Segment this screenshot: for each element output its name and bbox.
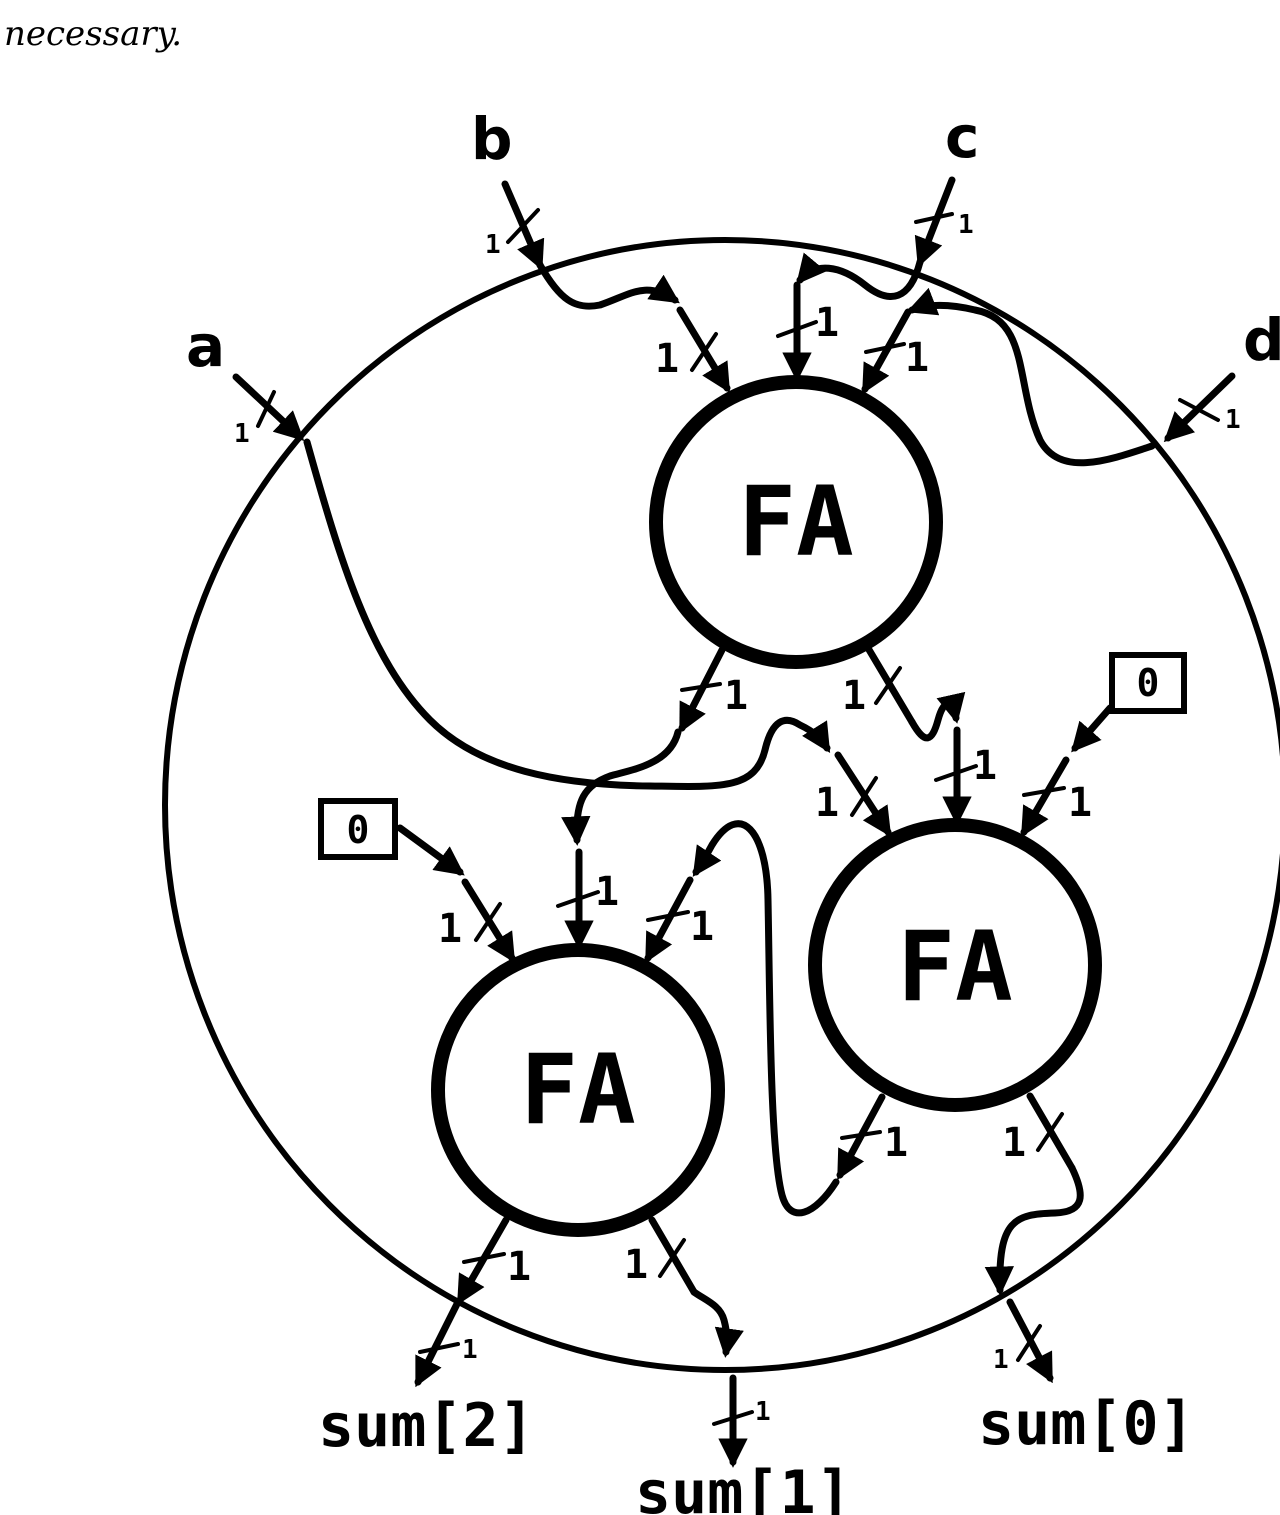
tick-sum2-out <box>418 1342 460 1354</box>
fa-top-label: FA <box>738 466 854 578</box>
wire-b-fa-top <box>676 306 731 394</box>
wire-top-carry-route <box>908 691 966 742</box>
tick-b-in <box>506 208 540 244</box>
tick-top-sum <box>680 682 722 692</box>
width-right-sum: 1 <box>1002 1120 1026 1166</box>
tick-a-fa-right <box>850 776 878 817</box>
module-boundary <box>162 237 1280 1373</box>
output-sum1-label: sum[1] <box>635 1458 852 1515</box>
tick-top-sum-fa-left <box>556 890 600 908</box>
tick-b-fa-top <box>690 332 718 372</box>
width-sum0-out: 1 <box>993 1345 1009 1375</box>
caption-text: necessary. <box>4 14 183 54</box>
width-d-fa-top: 1 <box>905 335 929 381</box>
width-sum1-out: 1 <box>755 1397 771 1427</box>
wire-zero-right <box>1071 704 1114 753</box>
wire-c-in <box>914 176 956 268</box>
wire-b-route <box>536 261 680 310</box>
fa-left-block[interactable] <box>431 943 725 1237</box>
wire-a-route <box>303 438 831 790</box>
wire-d-in <box>1163 372 1236 443</box>
tick-left-carry <box>462 1252 506 1264</box>
wire-sum2-out <box>414 1298 462 1388</box>
const-zero-left-label: 0 <box>347 808 370 852</box>
width-top-carry-fa-right: 1 <box>973 743 997 789</box>
const-zero-right-box <box>1109 652 1187 714</box>
width-zero-left-fa: 1 <box>438 906 462 952</box>
tick-a-in <box>256 390 276 428</box>
width-b-in: 1 <box>485 230 501 260</box>
wire-d-fa-top <box>861 308 912 395</box>
tick-right-carry-fa-left <box>646 910 690 922</box>
input-c-label: c <box>945 103 979 171</box>
wire-c-route <box>796 252 924 300</box>
input-b-label: b <box>471 105 513 173</box>
tick-sum0-out <box>1016 1324 1042 1362</box>
width-d-in: 1 <box>1225 405 1241 435</box>
width-left-sum: 1 <box>624 1242 648 1288</box>
wire-a-fa-right <box>834 751 892 837</box>
tick-right-carry <box>840 1130 882 1140</box>
width-c-fa-top: 1 <box>815 300 839 346</box>
width-sum2-out: 1 <box>462 1335 478 1365</box>
wire-right-carry-route <box>692 820 840 1217</box>
tick-left-sum <box>658 1238 686 1278</box>
tick-c-in <box>914 212 954 224</box>
wire-top-sum-route <box>561 728 682 846</box>
wire-zero-right-fa <box>1020 756 1070 838</box>
width-top-carry: 1 <box>842 673 866 719</box>
tick-c-fa-top <box>776 320 818 338</box>
fa-right-label: FA <box>897 911 1013 1023</box>
tick-right-sum <box>1036 1112 1064 1152</box>
fa-left-label: FA <box>520 1034 636 1146</box>
wire-zero-left <box>396 824 465 876</box>
output-sum0-label: sum[0] <box>978 1389 1195 1459</box>
wire-d-route <box>906 287 1156 467</box>
tick-zero-left-fa <box>474 902 502 942</box>
width-zero-right-fa: 1 <box>1068 780 1092 826</box>
wire-right-carry-fa-left <box>644 876 694 964</box>
input-d-label: d <box>1243 306 1280 374</box>
tick-d-fa-top <box>864 342 906 354</box>
width-b-fa-top: 1 <box>655 336 679 382</box>
wire-top-sum <box>678 646 726 734</box>
width-a-in: 1 <box>234 419 250 449</box>
width-right-carry: 1 <box>884 1120 908 1166</box>
tick-top-carry-fa-right <box>934 764 978 782</box>
width-right-carry-fa-left: 1 <box>690 904 714 950</box>
width-top-sum-fa-left: 1 <box>595 869 619 915</box>
width-left-carry: 1 <box>507 1244 531 1290</box>
width-a-fa-right: 1 <box>815 780 839 826</box>
tick-sum1-out <box>712 1410 754 1426</box>
output-sum2-label: sum[2] <box>318 1391 535 1461</box>
tick-d-in <box>1178 398 1220 422</box>
const-zero-left-box <box>318 798 398 860</box>
wire-right-sum-route <box>984 1164 1084 1296</box>
width-c-in: 1 <box>958 210 974 240</box>
const-zero-right-label: 0 <box>1137 661 1160 705</box>
fa-top-block[interactable] <box>649 375 943 669</box>
width-top-sum: 1 <box>724 673 748 719</box>
wire-left-sum-route <box>690 1288 744 1358</box>
tick-top-carry <box>874 666 902 705</box>
input-a-label: a <box>186 312 225 380</box>
tick-zero-right-fa <box>1022 786 1066 797</box>
